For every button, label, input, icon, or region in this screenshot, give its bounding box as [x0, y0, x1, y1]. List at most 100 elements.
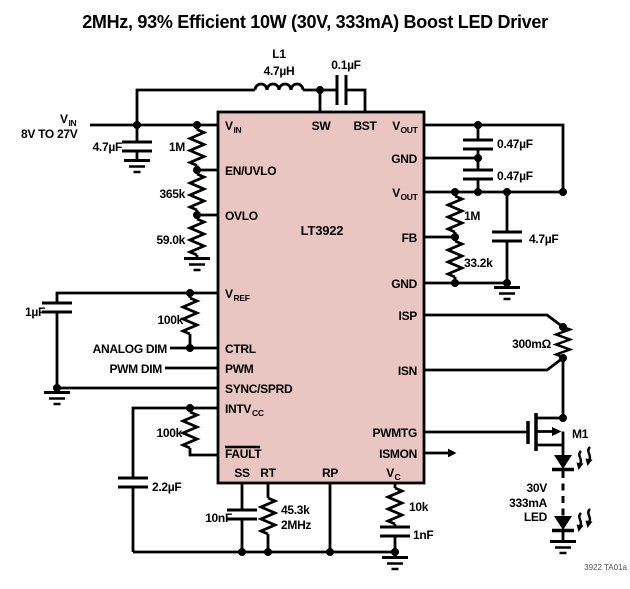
pin-intvcc: INTV [225, 402, 251, 416]
label-r-ctrl: 100k [158, 313, 184, 327]
pin-vref: V [225, 287, 233, 301]
pin-gnd2: GND [391, 277, 417, 291]
capacitor-out1-icon [461, 138, 495, 151]
label-r-vc: 10k [409, 500, 429, 514]
pin-vout1: V [392, 119, 400, 133]
pin-isp: ISP [399, 309, 418, 323]
label-m1: M1 [572, 427, 589, 441]
ground-vc-icon [380, 556, 410, 571]
capacitor-bst-icon [335, 75, 348, 105]
pin-ovlo: OVLO [225, 209, 258, 223]
light-emission-icon [584, 445, 594, 468]
resistor-vc-icon [386, 486, 404, 526]
junction-dot [186, 404, 194, 412]
label-c-bst: 0.1µF [331, 58, 360, 72]
pin-sw: SW [312, 119, 332, 133]
pin-vin: V [225, 119, 233, 133]
label-r-uvlo-top: 1M [169, 140, 185, 154]
label-r-sense: 300mΩ [512, 337, 551, 351]
pin-rt: RT [260, 466, 276, 480]
pin-rp: RP [322, 466, 338, 480]
junction-dot [474, 121, 482, 129]
pin-vout2-sub: OUT [401, 192, 419, 202]
label-led: LED [524, 510, 548, 524]
component-symbols [40, 75, 594, 571]
label-r-fault: 100k [157, 426, 183, 440]
label-led-current: 333mA [509, 496, 547, 510]
label-c-ss: 10nF [205, 511, 232, 525]
pin-bst: BST [353, 119, 377, 133]
pin-ismon: ISMON [379, 447, 417, 461]
pin-fb: FB [402, 231, 418, 245]
ground-led-icon [548, 540, 578, 555]
junction-dot [316, 86, 324, 94]
pin-vin-sub: IN [234, 125, 242, 135]
resistor-uvlo-mid-icon [188, 172, 206, 212]
junction-dot [559, 414, 567, 422]
pin-gnd1: GND [391, 152, 417, 166]
label-pwm-dim: PWM DIM [109, 362, 162, 376]
capacitor-vref-icon [40, 301, 74, 314]
net-gnd2 [424, 281, 509, 286]
resistor-fb-bot-icon [446, 239, 464, 279]
label-c-vref: 1µF [25, 305, 45, 319]
junction-dot [451, 279, 459, 287]
label-r-fb-bot: 33.2k [464, 256, 493, 270]
light-emission-icon [575, 449, 585, 472]
label-c-out3: 4.7µF [529, 232, 558, 246]
junction-dot [53, 384, 61, 392]
capacitor-out3-icon [490, 230, 524, 243]
mosfet-m1-icon [526, 413, 565, 455]
label-l1-ref: L1 [272, 47, 286, 61]
net-isn [424, 356, 564, 372]
junction-dot [503, 188, 511, 196]
label-c-out1: 0.47µF [497, 137, 533, 151]
label-analog-dim: ANALOG DIM [93, 342, 168, 356]
led-string-icon [552, 445, 594, 541]
junction-dot [474, 188, 482, 196]
junction-dot [133, 121, 141, 129]
pin-vc: V [386, 466, 394, 480]
label-led-voltage: 30V [527, 481, 548, 495]
pin-pwm: PWM [225, 362, 254, 376]
pin-intvcc-sub: CC [252, 408, 264, 418]
junction-dot [193, 166, 201, 174]
ismon-arrow-icon [448, 448, 457, 458]
resistor-fault-icon [181, 410, 199, 450]
junction-dot [559, 188, 567, 196]
led2-icon [554, 516, 572, 530]
resistor-ovlo-bot-icon [188, 217, 206, 257]
capacitor-intvcc-icon [116, 476, 150, 489]
label-r-rt: 45.3k [281, 503, 310, 517]
junction-dot [238, 548, 246, 556]
ic-pin-labels: LT3922 V IN EN/UVLO OVLO V REF CTRL PWM … [225, 119, 419, 482]
ic-part-number: LT3922 [301, 223, 344, 238]
capacitor-vc-icon [378, 525, 412, 538]
label-vin-rail: V [60, 112, 68, 126]
junction-dot [186, 289, 194, 297]
footer-note: 3922 TA01a [584, 563, 627, 572]
pin-fault: FAULT [225, 447, 262, 461]
label-input-range: 8V TO 27V [21, 127, 78, 141]
junction-dot [193, 121, 201, 129]
resistor-rt-icon [259, 496, 277, 536]
pin-vc-sub: C [395, 472, 401, 482]
net-vout-top [424, 123, 565, 192]
component-labels: V IN 8V TO 27V 4.7µF 1M 365k 59.0k L1 4.… [21, 47, 628, 572]
pin-pwmtg: PWMTG [373, 426, 418, 440]
pin-en-uvlo: EN/UVLO [225, 164, 276, 178]
net-isp [424, 313, 564, 329]
ground-output-icon [492, 286, 522, 301]
label-vin-rail-sub: IN [69, 118, 77, 128]
pin-isn: ISN [398, 364, 417, 378]
junction-dot [186, 344, 194, 352]
label-r-ovlo-bot: 59.0k [156, 233, 185, 247]
pin-vout2: V [392, 186, 400, 200]
junction-dots [53, 86, 567, 556]
pin-sync-sprd: SYNC/SPRD [225, 382, 293, 396]
label-r-uvlo-mid: 365k [160, 187, 186, 201]
pin-ctrl: CTRL [225, 342, 256, 356]
pin-ss: SS [234, 466, 250, 480]
label-r-fb-top: 1M [464, 209, 480, 223]
schematic-title: 2MHz, 93% Efficient 10W (30V, 333mA) Boo… [82, 12, 548, 32]
